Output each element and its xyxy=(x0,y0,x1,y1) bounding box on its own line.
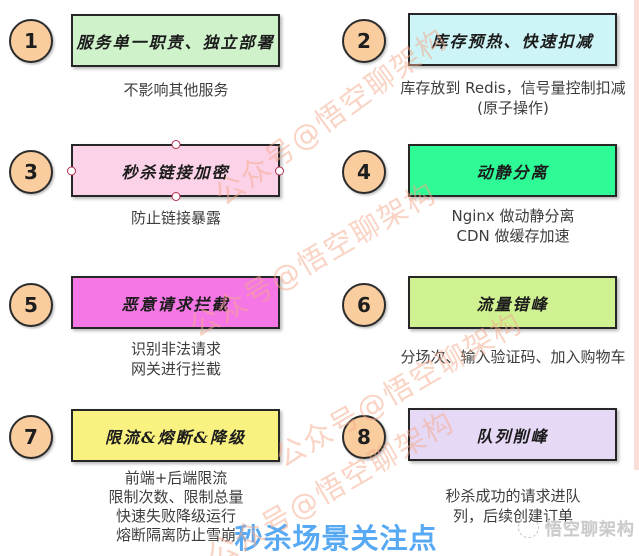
description-line: 列，后续创建订单 xyxy=(452,507,573,525)
topic-box-5[interactable]: 恶意请求拦截 xyxy=(71,276,280,329)
topic-box-7[interactable]: 限流&熔断&降级 xyxy=(71,409,280,462)
step-badge-2[interactable]: 2 xyxy=(342,19,386,63)
resize-handle-right[interactable] xyxy=(275,166,284,175)
resize-handle-bottom[interactable] xyxy=(171,192,180,201)
description-5: 识别非法请求 网关进行拦截 xyxy=(66,339,286,379)
step-badge-8[interactable]: 8 xyxy=(342,415,386,459)
description-line: 不影响其他服务 xyxy=(123,81,229,99)
description-3: 防止链接暴露 xyxy=(66,208,286,228)
step-badge-3[interactable]: 3 xyxy=(9,150,53,194)
description-line: (原子操作) xyxy=(477,99,549,117)
description-line: 识别非法请求 xyxy=(130,340,221,358)
description-line: Nginx 做动静分离 xyxy=(451,207,575,225)
description-line: CDN 做缓存加速 xyxy=(456,227,570,245)
description-line: 限制次数、限制总量 xyxy=(108,488,244,506)
description-1: 不影响其他服务 xyxy=(66,80,286,100)
step-badge-6[interactable]: 6 xyxy=(342,283,386,327)
description-line: 熔断隔离防止雪崩 xyxy=(115,526,236,544)
step-badge-7[interactable]: 7 xyxy=(9,415,53,459)
topic-box-label: 秒杀链接加密 xyxy=(121,162,230,182)
resize-handle-left[interactable] xyxy=(67,166,76,175)
brand-watermark: 悟空聊架构 xyxy=(518,515,635,540)
resize-handle-top[interactable] xyxy=(171,140,180,149)
description-line: 快速失败降级运行 xyxy=(115,507,236,525)
step-badge-1[interactable]: 1 xyxy=(9,19,53,63)
brand-watermark-text: 悟空聊架构 xyxy=(545,520,635,540)
topic-box-1[interactable]: 服务单一职责、独立部署 xyxy=(71,14,280,67)
description-4: Nginx 做动静分离 CDN 做缓存加速 xyxy=(403,206,623,246)
step-badge-4[interactable]: 4 xyxy=(342,150,386,194)
description-line: 库存放到 Redis，信号量控制扣减 xyxy=(400,79,626,97)
topic-box-2[interactable]: 库存预热、快速扣减 xyxy=(408,13,617,66)
description-8: 秒杀成功的请求进队 列，后续创建订单 xyxy=(403,486,623,526)
description-line: 分场次、输入验证码、加入购物车 xyxy=(400,348,626,366)
description-line: 防止链接暴露 xyxy=(130,209,221,227)
description-line: 网关进行拦截 xyxy=(130,360,221,378)
wukong-logo-icon xyxy=(518,517,539,538)
page-title: 秒杀场景关注点 xyxy=(234,522,438,555)
clipped-watermark-strip xyxy=(634,0,639,470)
topic-box-4[interactable]: 动静分离 xyxy=(408,144,617,197)
topic-box-6[interactable]: 流量错峰 xyxy=(408,276,617,329)
description-6: 分场次、输入验证码、加入购物车 xyxy=(388,347,638,367)
step-badge-5[interactable]: 5 xyxy=(9,283,53,327)
topic-box-3[interactable]: 秒杀链接加密 xyxy=(67,140,284,201)
description-line: 秒杀成功的请求进队 xyxy=(445,487,581,505)
description-2: 库存放到 Redis，信号量控制扣减 (原子操作) xyxy=(388,78,638,118)
description-7: 前端+后端限流 限制次数、限制总量 快速失败降级运行 熔断隔离防止雪崩 xyxy=(66,469,286,545)
description-line: 前端+后端限流 xyxy=(124,469,228,487)
topic-box-8[interactable]: 队列削峰 xyxy=(408,408,617,461)
